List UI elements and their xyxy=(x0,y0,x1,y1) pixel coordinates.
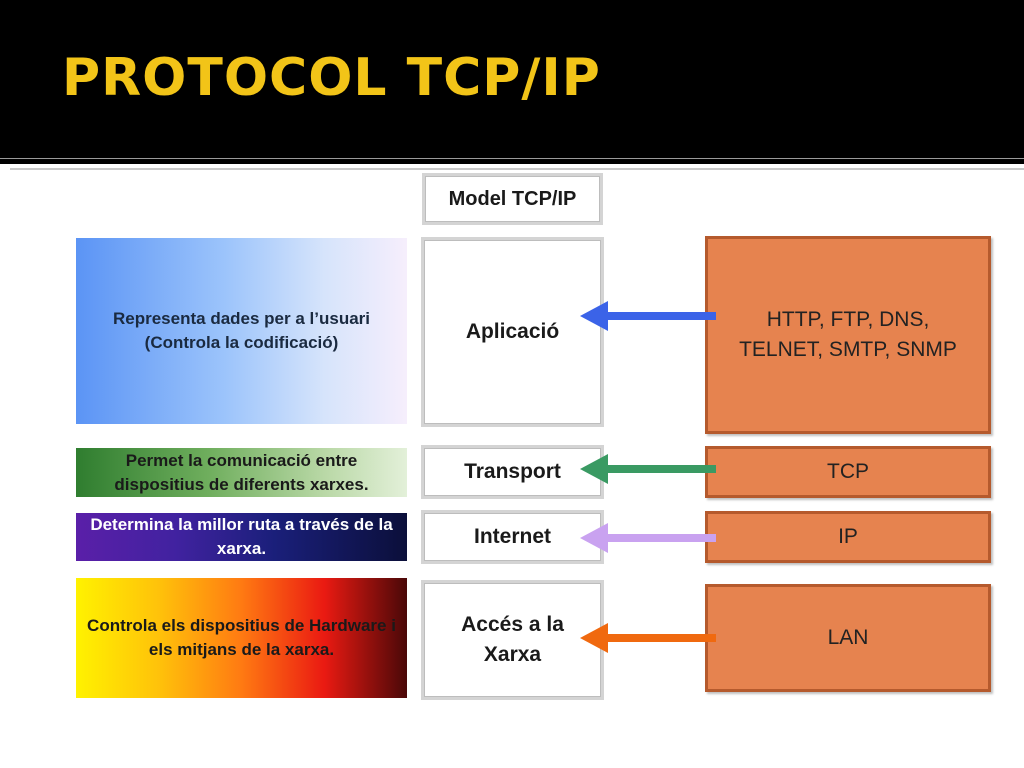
description-internet-text: Determina la millor ruta a través de la … xyxy=(90,515,393,558)
protocols-application-text: HTTP, FTP, DNS, TELNET, SMTP, SNMP xyxy=(739,307,957,361)
protocols-transport: TCP xyxy=(705,446,991,498)
protocols-transport-text: TCP xyxy=(827,459,869,483)
layer-application-label: Aplicació xyxy=(465,319,560,343)
layer-internet: Internet xyxy=(421,510,604,564)
description-network-access-text: Controla els dispositius de Hardware i e… xyxy=(87,616,396,659)
model-header-label: Model TCP/IP xyxy=(448,187,577,210)
header-divider-secondary xyxy=(10,168,1024,170)
protocols-internet-text: IP xyxy=(838,524,858,548)
layer-transport-label: Transport xyxy=(464,459,561,483)
layer-network-access: Accés a la Xarxa xyxy=(421,580,604,700)
model-header: Model TCP/IP xyxy=(422,173,603,225)
layer-transport: Transport xyxy=(421,445,604,499)
protocols-network-access: LAN xyxy=(705,584,991,692)
description-internet: Determina la millor ruta a través de la … xyxy=(76,513,407,561)
description-application: Representa dades per a l’usuari (Control… xyxy=(76,238,407,424)
protocols-network-access-text: LAN xyxy=(827,625,869,649)
description-network-access: Controla els dispositius de Hardware i e… xyxy=(76,578,407,698)
page-title: PROTOCOL TCP/IP xyxy=(62,48,601,108)
protocols-application: HTTP, FTP, DNS, TELNET, SMTP, SNMP xyxy=(705,236,991,434)
description-transport: Permet la comunicació entre dispositius … xyxy=(76,448,407,497)
description-application-text: Representa dades per a l’usuari (Control… xyxy=(113,309,370,352)
layer-internet-label: Internet xyxy=(473,524,551,548)
header-divider xyxy=(0,158,1024,159)
description-transport-text: Permet la comunicació entre dispositius … xyxy=(114,450,369,494)
layer-application: Aplicació xyxy=(421,237,604,427)
layer-network-access-label: Accés a la Xarxa xyxy=(461,612,564,666)
protocols-internet: IP xyxy=(705,511,991,563)
